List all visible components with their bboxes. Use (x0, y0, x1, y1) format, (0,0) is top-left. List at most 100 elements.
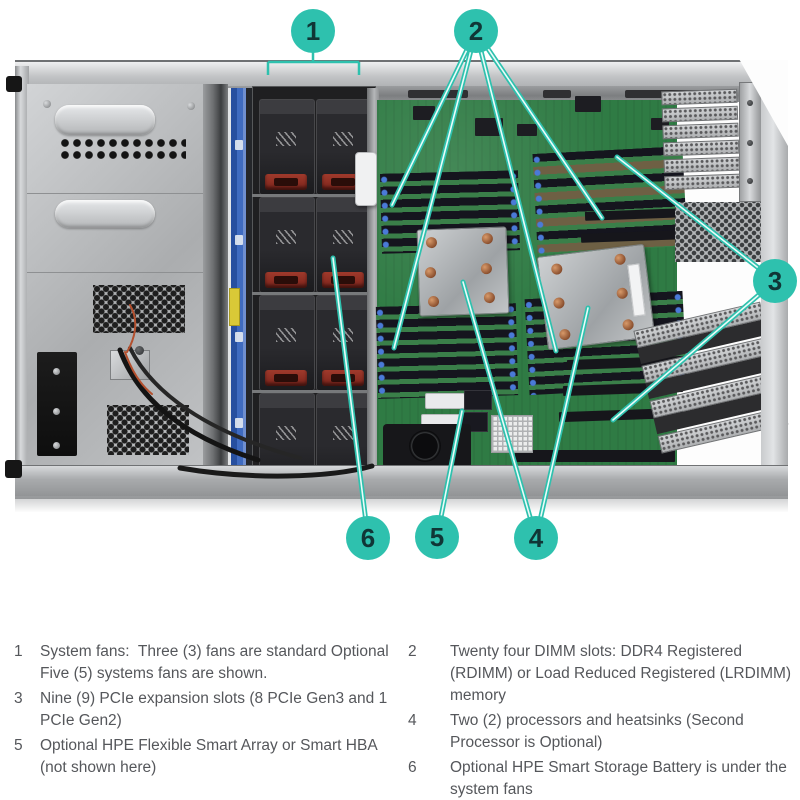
slot-cover (661, 105, 739, 123)
heatsink-label (627, 263, 646, 317)
legend-line: Twenty four DIMM slots: DDR4 Registered (450, 643, 743, 660)
heatsink-screw (483, 291, 496, 304)
fan-handle (322, 370, 364, 386)
legend-number: 6 (408, 759, 417, 776)
sas-port-label (425, 393, 465, 409)
heatsink-screw (616, 287, 629, 300)
server-interior-photo (15, 60, 789, 512)
callout-5: 5 (415, 515, 459, 559)
heatsink-screw (424, 266, 437, 279)
vent-holes-row (60, 137, 186, 163)
legend-text: System fans: Three (3) fans are standard… (40, 641, 389, 685)
legend-line: Two (2) processors and heatsinks (Second (450, 712, 744, 729)
screw (53, 408, 60, 415)
fan-handle (265, 174, 307, 190)
fan-vent-marks (276, 328, 296, 342)
callout-6: 6 (346, 516, 390, 560)
callout-4: 4 (514, 516, 558, 560)
slot-cover (663, 156, 740, 174)
board-chip (413, 106, 435, 120)
cage-crossbar (252, 194, 374, 197)
callout-1-number: 1 (305, 15, 321, 46)
fan-handle (265, 272, 307, 288)
chassis-cutout (543, 90, 571, 98)
fan-module (316, 295, 372, 391)
legend-number: 2 (408, 643, 417, 660)
chipset-heatsink (491, 415, 533, 453)
heatsink-screw (481, 232, 494, 245)
shroud-fan (409, 430, 441, 462)
chassis-left-wall (15, 66, 29, 496)
heatsink-screw (613, 253, 627, 266)
board-chip (475, 118, 503, 136)
heatsink-screw (425, 236, 438, 249)
callout-3: 3 (753, 259, 797, 303)
embossed-channel (55, 200, 155, 228)
legend-text: Optional HPE Flexible Smart Array or Sma… (40, 735, 378, 779)
slot-cover (662, 122, 739, 140)
screw (135, 346, 144, 355)
hex-vent (107, 405, 189, 455)
legend-item-6: 6 Optional HPE Smart Storage Battery is … (408, 757, 798, 800)
legend-line: Optional HPE Flexible Smart Array or Sma… (40, 737, 378, 754)
legend-line: Five (5) systems fans are shown. (40, 665, 268, 682)
chassis-tab (6, 76, 22, 92)
hex-vent (93, 285, 185, 333)
fan-cage (252, 86, 376, 489)
rail-warning-label (229, 288, 240, 326)
fan-vent-marks (333, 426, 353, 440)
legend-right-column: 2 Twenty four DIMM slots: DDR4 Registere… (408, 641, 798, 800)
legend-item-5: 5 Optional HPE Flexible Smart Array or S… (14, 735, 406, 779)
pcie-slot-covers-upper (661, 88, 741, 202)
fan-vent-marks (276, 132, 296, 146)
cage-crossbar (252, 292, 374, 295)
legend-line: Nine (9) PCIe expansion slots (8 PCIe Ge… (40, 690, 388, 707)
fan-module (259, 197, 315, 293)
legend-item-3: 3 Nine (9) PCIe expansion slots (8 PCIe … (14, 688, 406, 732)
legend-line: memory (450, 687, 506, 704)
legend-item-1: 1 System fans: Three (3) fans are standa… (14, 641, 406, 685)
callout-2-number: 2 (468, 15, 484, 46)
drive-bay-divider (203, 84, 228, 468)
dimm-bank-bottom-left (375, 303, 519, 399)
legend-item-4: 4 Two (2) processors and heatsinks (Seco… (408, 710, 798, 754)
callout-1: 1 (291, 9, 335, 53)
screw (747, 140, 753, 146)
fan-module (259, 295, 315, 391)
legend-text: Twenty four DIMM slots: DDR4 Registered … (450, 641, 791, 707)
slot-cover (664, 173, 741, 191)
fan-vent-marks (333, 230, 353, 244)
chassis-cutout (408, 90, 468, 98)
fan-handle (265, 370, 307, 386)
rail-marking (235, 418, 243, 428)
fan-vent-marks (333, 328, 353, 342)
chassis-bottom-edge (15, 465, 788, 499)
legend-line: System fans: Three (3) fans are standard… (40, 643, 389, 660)
sas-connector (464, 390, 492, 410)
legend-item-2: 2 Twenty four DIMM slots: DDR4 Registere… (408, 641, 798, 707)
fan-module (259, 99, 315, 195)
legend-line: PCIe Gen2) (40, 712, 122, 729)
fan-vent-marks (276, 426, 296, 440)
photo-shadow-fade (15, 496, 788, 512)
embossed-channel (55, 105, 155, 135)
panel-seam (27, 193, 227, 194)
metal-box (110, 350, 150, 380)
legend-line: (not shown here) (40, 759, 157, 776)
legend-text: Optional HPE Smart Storage Battery is un… (450, 757, 787, 800)
legend-text: Two (2) processors and heatsinks (Second… (450, 710, 744, 754)
legend-number: 1 (14, 643, 23, 660)
rail-marking (235, 235, 243, 245)
legend-line: system fans (450, 781, 533, 798)
heatsink-screw (550, 262, 563, 276)
board-chip (575, 96, 601, 112)
legend-line: Processor is Optional) (450, 734, 603, 751)
pull-tab (355, 152, 377, 206)
callout-5-number: 5 (429, 521, 445, 552)
screw (747, 100, 753, 106)
callout-6-number: 6 (360, 522, 376, 553)
heatsink-screw (552, 296, 566, 310)
fan-module (316, 197, 372, 293)
screw (43, 100, 51, 108)
